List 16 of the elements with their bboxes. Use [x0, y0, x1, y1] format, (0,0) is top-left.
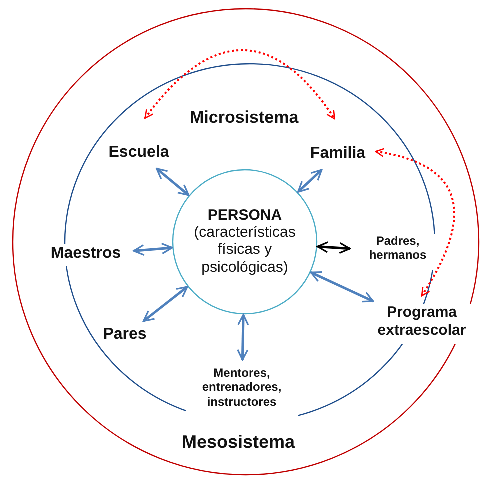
- double-arrow: [310, 272, 374, 303]
- system-label: Mesosistema: [182, 432, 296, 453]
- context-label: Mentores, entrenadores, instructores: [186, 366, 298, 424]
- dotted-arrow: [375, 148, 456, 297]
- system-label: Microsistema: [190, 108, 299, 128]
- center-description: (características físicas y psicológicas): [193, 224, 297, 276]
- center-circle: [172, 169, 318, 315]
- double-arrow: [317, 242, 351, 254]
- dotted-arrow: [144, 49, 336, 120]
- double-arrow: [237, 314, 250, 361]
- outer-circle: [12, 8, 480, 476]
- double-arrow: [156, 168, 190, 196]
- double-arrow: [133, 242, 174, 256]
- center-title: PERSONA: [208, 207, 282, 224]
- double-arrow: [142, 286, 188, 322]
- double-arrow: [297, 169, 323, 194]
